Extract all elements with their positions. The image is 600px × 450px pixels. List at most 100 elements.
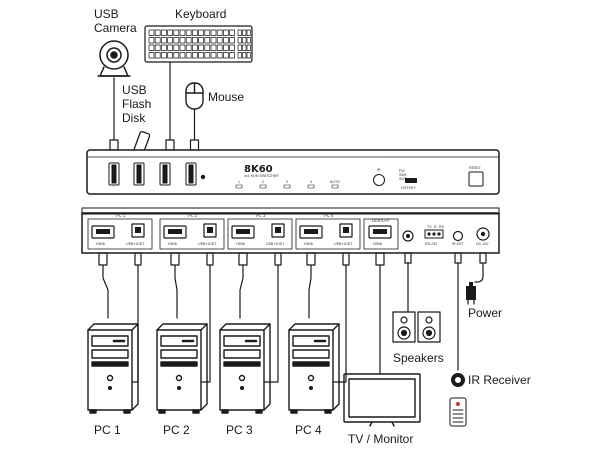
port-label-4: 4: [310, 180, 312, 184]
display-label: DISPLAY: [372, 218, 390, 223]
power-cable: [474, 252, 487, 283]
brand-subtitle: 4x1 KVM SWITCHER: [244, 174, 279, 178]
reset-button[interactable]: [468, 171, 484, 187]
keyboard-key: [216, 44, 223, 51]
mode-label-1: FW: [399, 169, 405, 173]
keyboard-key: [223, 44, 229, 51]
keyboard-key: [179, 29, 186, 36]
port-button-1[interactable]: [235, 184, 243, 189]
keypad-key: [237, 44, 242, 51]
hdmi-in-label: HDMI: [236, 242, 245, 246]
rs232-pin-rx: RX: [439, 225, 445, 229]
keyboard-key: [173, 44, 180, 51]
usb-flash-label-line3: Disk: [122, 111, 146, 125]
speakers-label: Speakers: [393, 351, 444, 365]
keyboard-key: [223, 29, 229, 36]
keyboard-key: [148, 52, 155, 59]
keyboard-key: [204, 29, 211, 36]
keyboard-key: [154, 44, 161, 51]
keyboard-key: [216, 52, 223, 59]
usb-camera-label-line2: Camera: [94, 21, 137, 35]
hdmi-in-label: HDMI: [168, 242, 177, 246]
keypad-key: [246, 29, 251, 36]
keyboard-key: [192, 37, 198, 44]
hotkey-label: HOTKEY: [401, 186, 416, 190]
usb-flash-label-line1: USB: [122, 83, 147, 97]
keyboard-key: [204, 37, 211, 44]
ir-receiver-icon: [451, 373, 465, 387]
keyboard-key: [210, 44, 217, 51]
keypad-key: [246, 44, 251, 51]
hdmi-in-port: [299, 225, 323, 239]
keypad-key: [237, 29, 242, 36]
rear-pc-group-label: PC 3: [256, 213, 266, 218]
computer-tower-icon: [288, 323, 340, 414]
rs232-port: TX R RX RS-232: [424, 225, 445, 246]
mouse-icon: [185, 82, 204, 110]
ir-receiver-label: IR Receiver: [468, 373, 531, 387]
port-label-2: 2: [262, 180, 264, 184]
keyboard-key: [210, 52, 217, 59]
ir-cable: [454, 252, 462, 371]
dc-label: DC 12V: [476, 242, 489, 246]
keyboard-icon: [144, 25, 253, 63]
keyboard-key: [185, 29, 192, 36]
keyboard-key: [204, 52, 211, 59]
port-button-4[interactable]: [307, 184, 315, 189]
keyboard-key: [229, 29, 235, 36]
usb-host-label: USB HOST: [334, 242, 353, 246]
keyboard-key: [192, 29, 198, 36]
rear-pc-group-label: PC 1: [116, 213, 126, 218]
keyboard-key: [198, 44, 204, 51]
pc-cable-3: [238, 252, 282, 383]
display-port-group: HDMI: [363, 218, 414, 250]
keyboard-key: [167, 44, 173, 51]
keyboard-key: [179, 44, 186, 51]
rear-pc-group-label: PC 4: [324, 213, 334, 218]
keyboard-key: [185, 44, 192, 51]
keyboard-key: [167, 29, 173, 36]
keyboard-key: [161, 29, 167, 36]
keyboard-label: Keyboard: [175, 7, 226, 21]
rear-pc-group-4: PC 4 HDMI USB HOST: [295, 213, 361, 250]
brand-logo: 8K60: [244, 164, 273, 175]
tv-monitor-label: TV / Monitor: [348, 432, 413, 446]
front-usb-ports: [108, 162, 197, 186]
hdmi-out-port: [368, 225, 392, 239]
port-label-3: 3: [286, 180, 288, 184]
front-panel: 8K60 4x1 KVM SWITCHER 1 2 3 4 AUTO IR FW…: [86, 149, 500, 195]
port-button-3[interactable]: [283, 184, 291, 189]
keyboard-key: [198, 52, 204, 59]
usb-camera-icon: [97, 40, 131, 77]
hdmi-in-port: [163, 225, 187, 239]
tv-monitor-icon: [343, 373, 421, 427]
keypad-key: [246, 52, 251, 59]
keypad-key: [246, 37, 251, 44]
hotkey-switch[interactable]: FW SW1 SW2 HOTKEY: [399, 169, 417, 190]
keyboard-key: [173, 29, 180, 36]
usb-host-port: [271, 223, 285, 238]
keypad-key: [242, 37, 247, 44]
keyboard-key: [185, 52, 192, 59]
audio-cable: [404, 252, 412, 313]
keyboard-key: [192, 52, 198, 59]
keypad-key: [237, 52, 242, 59]
power-adapter-icon: [466, 282, 476, 305]
keyboard-key: [204, 44, 211, 51]
hdmi-in-port: [91, 225, 115, 239]
mode-label-3: SW2: [399, 177, 407, 181]
rs232-pin-tx: TX: [427, 225, 432, 229]
rear-pc-group-label: PC 2: [188, 213, 198, 218]
usb-host-label: USB HOST: [126, 242, 145, 246]
computer-label-1: PC 1: [94, 423, 121, 437]
mouse-label: Mouse: [208, 90, 244, 104]
hdmi-in-label: HDMI: [304, 242, 313, 246]
usb-host-label: USB HOST: [266, 242, 285, 246]
auto-button[interactable]: [331, 184, 339, 189]
port-button-2[interactable]: [259, 184, 267, 189]
ir-remote-icon: [449, 397, 467, 427]
